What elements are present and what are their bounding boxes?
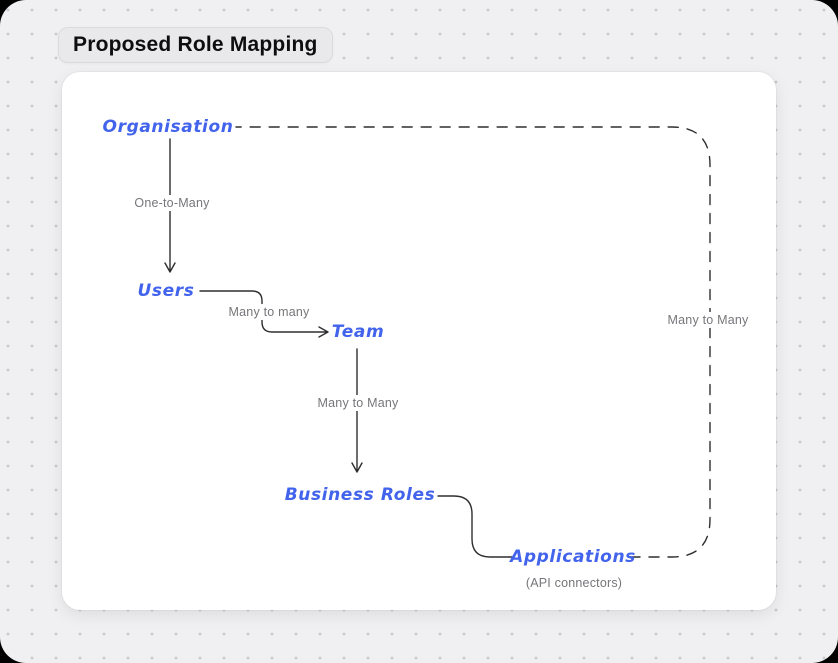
page-title: Proposed Role Mapping bbox=[73, 33, 318, 56]
node-team[interactable]: Team bbox=[331, 322, 385, 342]
connectors-layer bbox=[164, 126, 711, 558]
edge-label-many-to-many-users-team[interactable]: Many to many bbox=[224, 304, 314, 320]
node-business-roles[interactable]: Business Roles bbox=[284, 485, 436, 505]
node-organisation[interactable]: Organisation bbox=[102, 117, 234, 137]
node-applications[interactable]: Applications bbox=[510, 547, 636, 567]
edge-label-one-to-many[interactable]: One-to-Many bbox=[130, 195, 214, 211]
diagram-canvas[interactable]: Organisation Users Team Business Roles A… bbox=[62, 72, 776, 610]
applications-sublabel-api-connectors: (API connectors) bbox=[525, 576, 623, 590]
edge-organisation-applications-dashed[interactable] bbox=[235, 126, 711, 558]
edge-business-roles-applications[interactable] bbox=[437, 495, 513, 558]
edge-label-many-to-many-team-roles[interactable]: Many to Many bbox=[313, 395, 403, 411]
edge-label-many-to-many-org-apps[interactable]: Many to Many bbox=[663, 312, 753, 328]
node-users[interactable]: Users bbox=[137, 281, 195, 301]
page-title-pill[interactable]: Proposed Role Mapping bbox=[58, 27, 333, 63]
